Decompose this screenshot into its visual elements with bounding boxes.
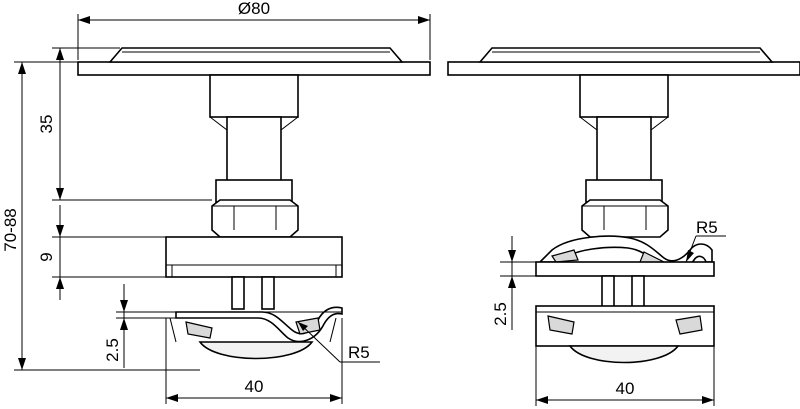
clamp-gap-left-label: 2.5 xyxy=(103,338,122,362)
left-bolt xyxy=(231,276,275,310)
right-disc xyxy=(447,47,800,76)
total-height-label: 70-88 xyxy=(1,208,20,251)
right-upper-clamp xyxy=(535,235,715,277)
clamp-gap-right-label: 2.5 xyxy=(491,302,510,326)
right-shaft xyxy=(579,74,669,203)
left-dimensions: Ø80 35 70-88 9 2.5 40 xyxy=(1,0,431,404)
disc-diameter-label: Ø80 xyxy=(238,0,270,18)
radius-left-label: R5 xyxy=(348,343,370,362)
left-hex-nut xyxy=(211,199,299,238)
left-view xyxy=(77,47,431,360)
left-disc xyxy=(77,47,431,76)
shaft-length-label: 35 xyxy=(37,115,56,134)
right-hex-nut xyxy=(581,199,669,238)
width-right-label: 40 xyxy=(616,379,635,398)
width-left-label: 40 xyxy=(245,377,264,396)
right-view xyxy=(447,47,800,364)
radius-right-label: R5 xyxy=(696,218,718,237)
right-bolt xyxy=(601,275,645,311)
left-clamp xyxy=(166,306,343,360)
nut-height-label: 9 xyxy=(37,252,56,261)
left-plate xyxy=(165,236,343,278)
right-dimensions: 2.5 40 R5 xyxy=(491,218,726,406)
left-shaft xyxy=(209,74,299,203)
right-lower-plate xyxy=(535,305,715,364)
